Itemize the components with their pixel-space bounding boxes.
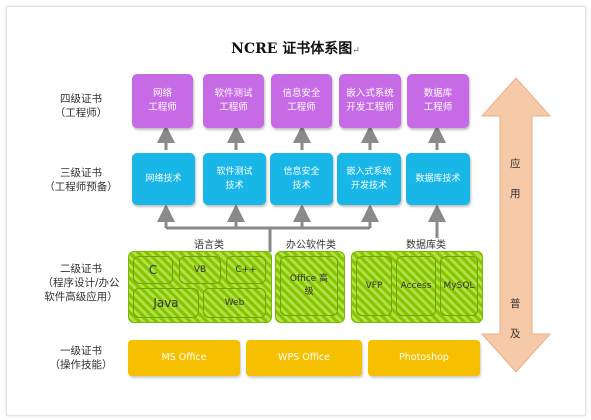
title-return-mark: ↵: [352, 46, 360, 56]
level-2-desc-1: （程序设计/办公: [42, 277, 120, 289]
l4-network-line1: 网络: [152, 88, 172, 99]
l3-database-tech: 数据库技术: [406, 153, 470, 205]
level-2-label: 二级证书 （程序设计/办公 软件高级应用）: [32, 262, 130, 304]
lang-vb: VB: [179, 256, 221, 284]
l3-database-line1: 数据库技术: [415, 174, 461, 184]
l4-network-engineer: 网络工程师: [132, 74, 193, 128]
side-text-2: 用: [510, 188, 521, 200]
office-advanced: Office 高级: [280, 256, 338, 316]
l1-ms-office: MS Office: [128, 340, 240, 376]
l3-security-line1: 信息安全: [283, 167, 320, 177]
level-2-desc-2: 软件高级应用）: [44, 291, 118, 303]
office-advanced-line1: Office 高: [289, 274, 329, 284]
category-language: 语言类: [194, 240, 224, 251]
l4-embedded-line2: 开发工程师: [346, 102, 394, 113]
l4-security-line2: 工程师: [287, 102, 316, 113]
category-office: 办公软件类: [286, 240, 336, 251]
l3-testing-line1: 软件测试: [216, 167, 253, 177]
l3-testing-line2: 技术: [225, 181, 244, 191]
side-arrow-shape: [480, 77, 552, 373]
db-access: Access: [396, 256, 436, 316]
l1-photoshop: Photoshop: [368, 340, 480, 376]
l4-software-test-engineer: 软件测试工程师: [203, 74, 264, 128]
lang-cpp: C++: [226, 256, 266, 284]
lang-c: C: [133, 256, 173, 284]
l4-security-engineer: 信息安全工程师: [271, 74, 332, 128]
diagram-title: NCRE 证书体系图↵: [0, 38, 591, 58]
l4-testing-line2: 工程师: [219, 102, 248, 113]
l4-embedded-line1: 嵌入式系统: [346, 88, 394, 99]
l4-database-engineer: 数据库工程师: [407, 74, 469, 128]
language-group: C VB C++ Java Web: [128, 251, 272, 323]
l4-embedded-engineer: 嵌入式系统开发工程师: [339, 74, 401, 128]
db-vfp: VFP: [356, 256, 392, 316]
l3-embedded-line1: 嵌入式系统: [346, 167, 392, 177]
l3-network-tech: 网络技术: [132, 153, 195, 205]
l3-network-line1: 网络技术: [145, 174, 182, 184]
title-text: NCRE 证书体系图: [231, 41, 353, 57]
level-2-name: 二级证书: [60, 263, 102, 275]
level-4-label: 四级证书 （工程师）: [32, 92, 130, 120]
level-1-desc: （操作技能）: [49, 359, 113, 371]
l3-security-line2: 技术: [292, 181, 311, 191]
level-4-name: 四级证书: [60, 93, 102, 105]
level-4-desc: （工程师）: [54, 107, 108, 119]
l1-wps-office: WPS Office: [246, 340, 362, 376]
l4-database-line2: 工程师: [423, 102, 453, 113]
l3-embedded-tech: 嵌入式系统开发技术: [337, 153, 401, 205]
office-advanced-line2: 级: [304, 287, 314, 297]
category-database: 数据库类: [406, 240, 446, 251]
level-3-name: 三级证书: [60, 167, 102, 179]
l3-software-test-tech: 软件测试技术: [203, 153, 266, 205]
l3-embedded-line2: 开发技术: [350, 181, 387, 191]
level-1-label: 一级证书 （操作技能）: [32, 344, 130, 372]
l4-network-line2: 工程师: [148, 102, 177, 113]
side-text-1: 应: [510, 158, 521, 170]
l3-security-tech: 信息安全技术: [270, 153, 333, 205]
database-group: VFP Access MySQL: [351, 251, 483, 323]
side-text-4: 及: [510, 328, 521, 340]
level-1-name: 一级证书: [60, 345, 102, 357]
l4-testing-line1: 软件测试: [214, 88, 253, 99]
l4-database-line1: 数据库: [423, 88, 453, 99]
side-text-3: 普: [510, 298, 521, 310]
side-double-arrow: [480, 77, 552, 373]
level-3-desc: （工程师预备）: [44, 181, 118, 193]
l4-security-line1: 信息安全: [282, 88, 321, 99]
lang-web: Web: [203, 288, 266, 318]
lang-java: Java: [133, 288, 199, 318]
office-group: Office 高级: [275, 251, 345, 323]
db-mysql: MySQL: [440, 256, 478, 316]
level-3-label: 三级证书 （工程师预备）: [32, 166, 130, 194]
